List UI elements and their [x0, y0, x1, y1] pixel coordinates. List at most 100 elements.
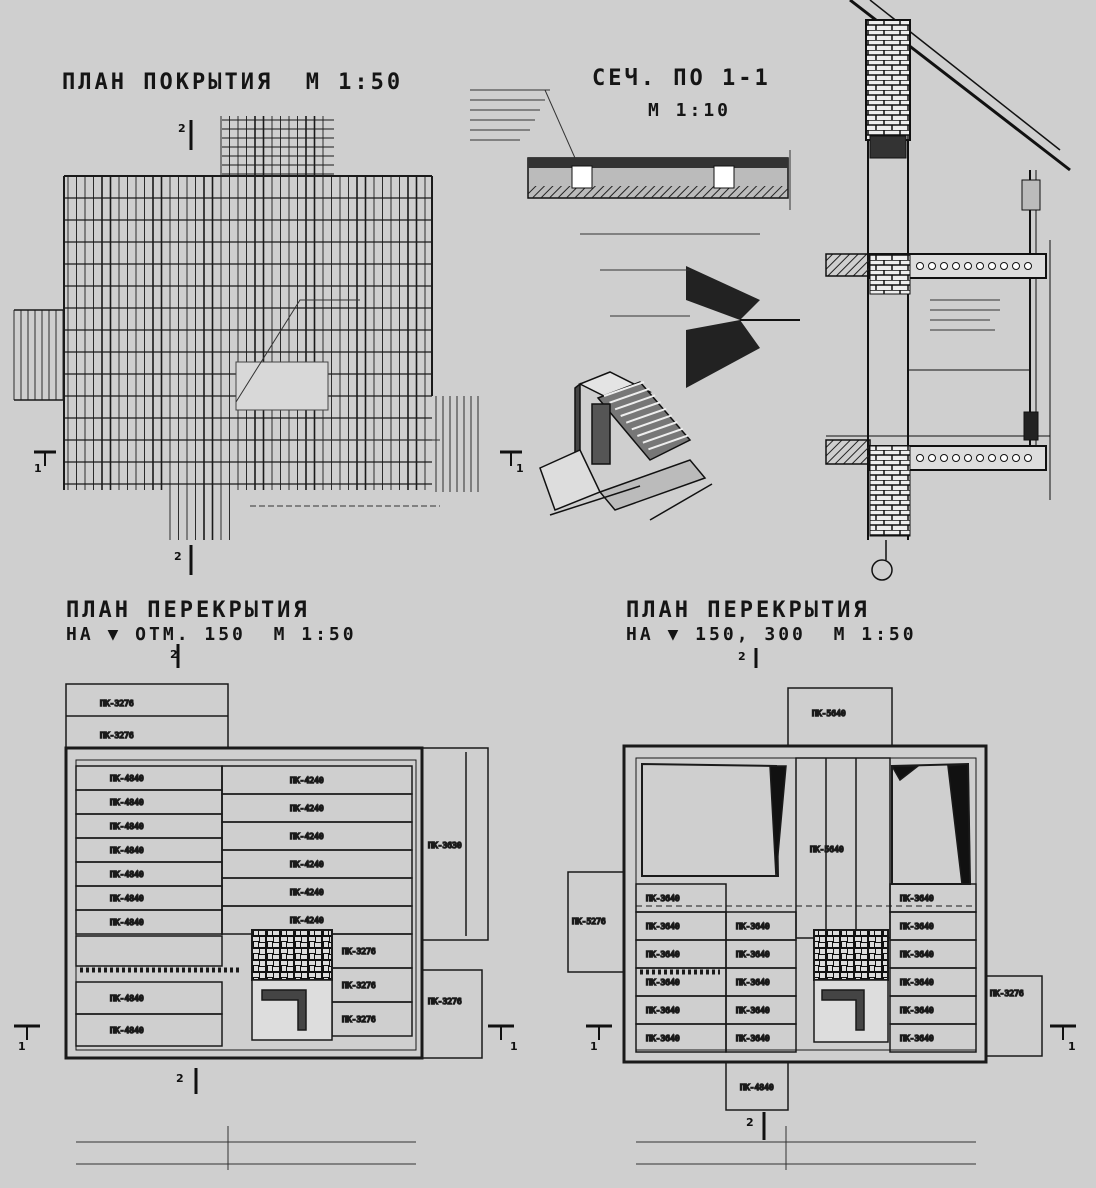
floor-plan-a: ПК-3276 ПК-3276 ПК-4840ПК-4840ПК-4840ПК-…	[64, 683, 489, 1060]
roof-section-mark-2-bottom: 2	[174, 550, 182, 563]
panel-row	[75, 813, 223, 839]
panel-row	[75, 789, 223, 815]
plan-a-mark-1-right: 1	[510, 1040, 518, 1053]
panel-label: ПК-4840	[110, 994, 144, 1003]
panel-label: ПК-4240	[290, 888, 324, 897]
panel-label: ПК-3630	[428, 841, 462, 850]
panel-label: ПК-3276	[100, 699, 134, 708]
slab-hole	[1024, 454, 1032, 462]
slab-hole	[916, 454, 924, 462]
panel-label: ПК-5640	[812, 709, 846, 718]
panel-label: ПК-3640	[646, 922, 680, 931]
stair-step	[620, 401, 661, 417]
plan-a-mark-2-top: 2	[170, 648, 178, 661]
roof-rafters	[13, 116, 479, 540]
roof-battens	[14, 119, 433, 490]
panel-row	[75, 765, 223, 791]
floor-plan-a-title: ПЛАН ПЕРЕКРЫТИЯ	[66, 598, 310, 623]
stair-step	[631, 414, 673, 431]
slab-hole	[964, 262, 972, 270]
slab-hole	[976, 262, 984, 270]
stair-step	[648, 434, 689, 451]
stair-step	[642, 427, 684, 444]
panel-row	[75, 861, 223, 887]
slab-hole	[952, 454, 960, 462]
wall-junction-detail	[600, 266, 800, 388]
panel-label: ПК-3640	[736, 1034, 770, 1043]
stair-step	[625, 407, 667, 424]
wall-section	[825, 0, 1071, 581]
plan-b-mark-1-right: 1	[1068, 1040, 1076, 1053]
panel-label: ПК-4240	[290, 776, 324, 785]
panel-label: ПК-3640	[736, 950, 770, 959]
floor-plan-b-marks: 1 1 2 2	[586, 648, 1076, 1170]
roof-plan	[13, 116, 479, 540]
panel-label: ПК-4840	[110, 918, 144, 927]
panel-label: ПК-4840	[110, 798, 144, 807]
panel-label: ПК-3640	[900, 1006, 934, 1015]
slab-hole	[928, 262, 936, 270]
panel-label: ПК-4240	[290, 832, 324, 841]
beam-section-detail	[470, 89, 791, 235]
floor-plan-b-title: ПЛАН ПЕРЕКРЫТИЯ	[626, 598, 870, 623]
panel-label: ПК-3276	[100, 731, 134, 740]
plan-a-mark-2-bottom: 2	[176, 1072, 184, 1085]
panel-label: ПК-3276	[342, 981, 376, 990]
panel-label: ПК-3640	[646, 1006, 680, 1015]
slab-hole	[1012, 262, 1020, 270]
panel-label: ПК-4840	[110, 822, 144, 831]
panel-row	[75, 1013, 223, 1047]
panel-label: ПК-4840	[110, 774, 144, 783]
roof-section-mark-1-right: 1	[516, 462, 524, 475]
panel-label: ПК-4840	[110, 846, 144, 855]
panel-row	[889, 1023, 977, 1053]
panel-label: ПК-4240	[290, 916, 324, 925]
roof-section-mark-1-left: 1	[34, 462, 42, 475]
roof-section-mark-2-top: 2	[178, 122, 186, 135]
panel-label: ПК-3640	[900, 1034, 934, 1043]
floor-plan-b: ПК-5640 ПК-5640 ПК-3640ПК-3640ПК-3640ПК-…	[567, 687, 1043, 1111]
plan-a-mark-1-left: 1	[18, 1040, 26, 1053]
slab-hole	[988, 262, 996, 270]
panel-label: ПК-4840	[110, 1026, 144, 1035]
panel-row	[725, 1023, 797, 1053]
floor-plan-a-marks: 1 1 2 2	[14, 644, 518, 1170]
panel-label: ПК-4240	[290, 804, 324, 813]
roof-chimney-opening	[235, 361, 329, 411]
slab-hole	[964, 454, 972, 462]
stair-step	[614, 394, 656, 411]
panel-label: ПК-3640	[736, 1006, 770, 1015]
plan-b-mark-1-left: 1	[590, 1040, 598, 1053]
section-scale: М 1:10	[648, 100, 732, 121]
panel-row	[75, 885, 223, 911]
panel-label: ПК-3640	[900, 922, 934, 931]
slab-hole	[952, 262, 960, 270]
panel-row	[75, 981, 223, 1015]
panel-row	[75, 909, 223, 935]
panel-row	[75, 837, 223, 863]
roof-section-marks: 1 1 2 2	[34, 120, 524, 575]
panel-label: ПК-5276	[572, 917, 606, 926]
plan-b-mark-2-top: 2	[738, 650, 746, 663]
plan-b-mark-2-bottom: 2	[746, 1116, 754, 1129]
panel-label: ПК-3640	[736, 978, 770, 987]
panel-label: ПК-3640	[900, 894, 934, 903]
slab-hole	[988, 454, 996, 462]
stair-step	[609, 387, 650, 404]
panel-label: ПК-3640	[900, 950, 934, 959]
panel-label: ПК-3276	[342, 947, 376, 956]
slab-hole	[976, 454, 984, 462]
floor-plan-b-subtitle: НА ▼ 150, 300 М 1:50	[626, 624, 917, 645]
stair-step	[603, 381, 645, 397]
slab-hole	[928, 454, 936, 462]
panel-label: ПК-5640	[810, 845, 844, 854]
panel-label: ПК-3640	[736, 922, 770, 931]
roof-plan-title: ПЛАН ПОКРЫТИЯ М 1:50	[62, 70, 404, 95]
panel-label: ПК-4240	[290, 860, 324, 869]
slab-hole	[1012, 454, 1020, 462]
panel-label: ПК-3276	[990, 989, 1024, 998]
stair-axonometric	[539, 371, 713, 521]
slab-hole	[1000, 454, 1008, 462]
slab-hole	[916, 262, 924, 270]
